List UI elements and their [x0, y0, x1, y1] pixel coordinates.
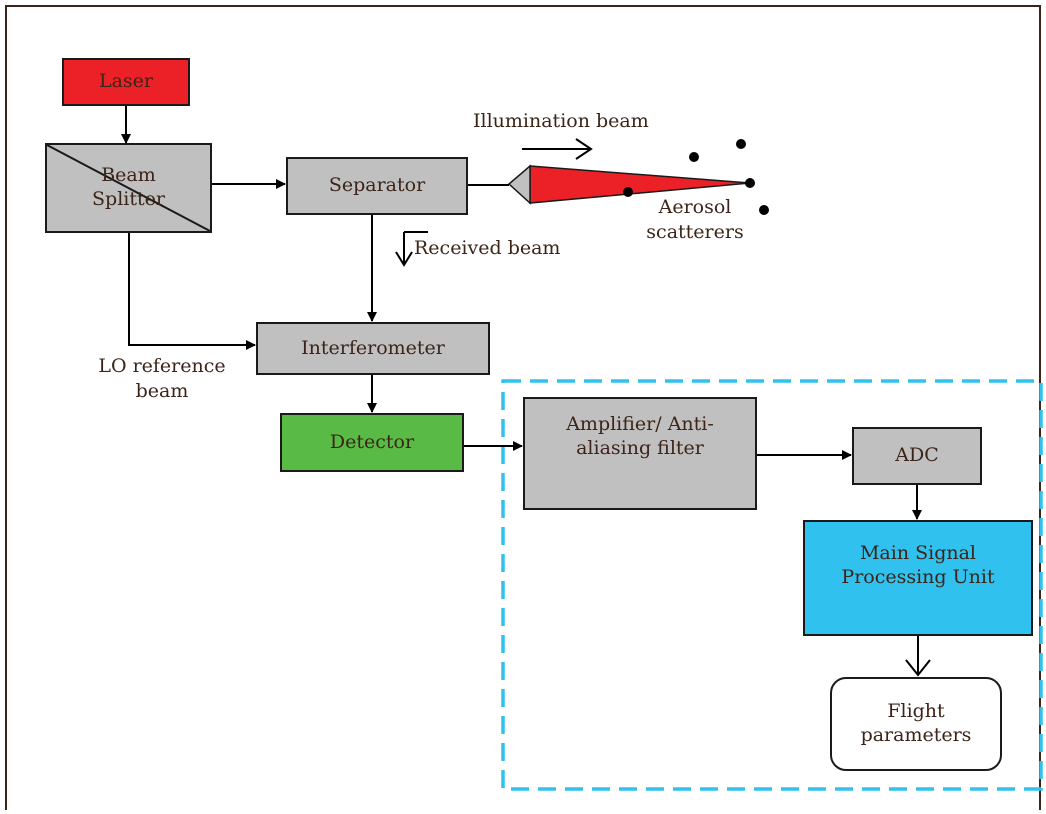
laser-block: Laser — [62, 58, 190, 106]
lo-line2: beam — [135, 379, 189, 402]
beam-splitter-line2: Splitter — [92, 188, 165, 210]
flight-parameters-text: Flight parameters — [861, 700, 972, 748]
flight-line1: Flight — [887, 700, 945, 723]
received-direction-arrow — [395, 231, 428, 267]
aerosol-dot — [689, 152, 699, 162]
interferometer-block: Interferometer — [256, 322, 490, 375]
detector-block: Detector — [280, 413, 464, 472]
beam-splitter-block: Beam Splitter — [45, 143, 212, 233]
separator-label: Separator — [328, 174, 426, 197]
flight-parameters-block: Flight parameters — [830, 677, 1002, 771]
splitter-diagonal — [47, 145, 210, 231]
main-signal-processing-block: Main Signal Processing Unit — [803, 520, 1033, 636]
arrow-lo-reference — [128, 232, 256, 350]
arrow-main-signal-to-flight — [905, 636, 931, 677]
amplifier-text: Amplifier/ Anti- aliasing filter — [566, 413, 714, 461]
aerosol-scatterers-label: Aerosol scatterers — [620, 195, 770, 244]
aerosol-dot — [623, 187, 633, 197]
telescope-shape — [507, 164, 531, 205]
illumination-beam-label: Illumination beam — [473, 110, 649, 132]
adc-block: ADC — [852, 427, 982, 485]
adc-label: ADC — [895, 444, 939, 467]
aerosol-dot — [745, 178, 755, 188]
amplifier-filter-block: Amplifier/ Anti- aliasing filter — [523, 397, 757, 510]
main-signal-line2: Processing Unit — [841, 565, 995, 588]
detector-label: Detector — [329, 430, 415, 453]
amplifier-line2: aliasing filter — [576, 436, 704, 459]
main-signal-text: Main Signal Processing Unit — [841, 542, 994, 590]
signal-processing-region — [501, 379, 1043, 791]
main-signal-line1: Main Signal — [859, 542, 977, 564]
lo-line1: LO reference — [98, 355, 226, 377]
beam-splitter-text: Beam Splitter — [92, 164, 165, 212]
aerosol-dot — [736, 139, 746, 149]
outer-border — [5, 5, 1041, 810]
flight-line2: parameters — [860, 724, 972, 746]
aerosol-line1: Aerosol — [658, 196, 732, 218]
aerosol-line2: scatterers — [646, 220, 744, 243]
interferometer-label: Interferometer — [301, 336, 445, 359]
lo-reference-beam-label: LO reference beam — [72, 354, 252, 403]
laser-label: Laser — [98, 70, 154, 93]
received-beam-label: Received beam — [414, 237, 561, 259]
aerosol-dot — [759, 205, 769, 215]
amplifier-line1: Amplifier/ Anti- — [566, 413, 714, 435]
separator-block: Separator — [286, 157, 468, 215]
beam-splitter-line1: Beam — [101, 164, 156, 187]
illumination-direction-arrow — [522, 138, 593, 160]
